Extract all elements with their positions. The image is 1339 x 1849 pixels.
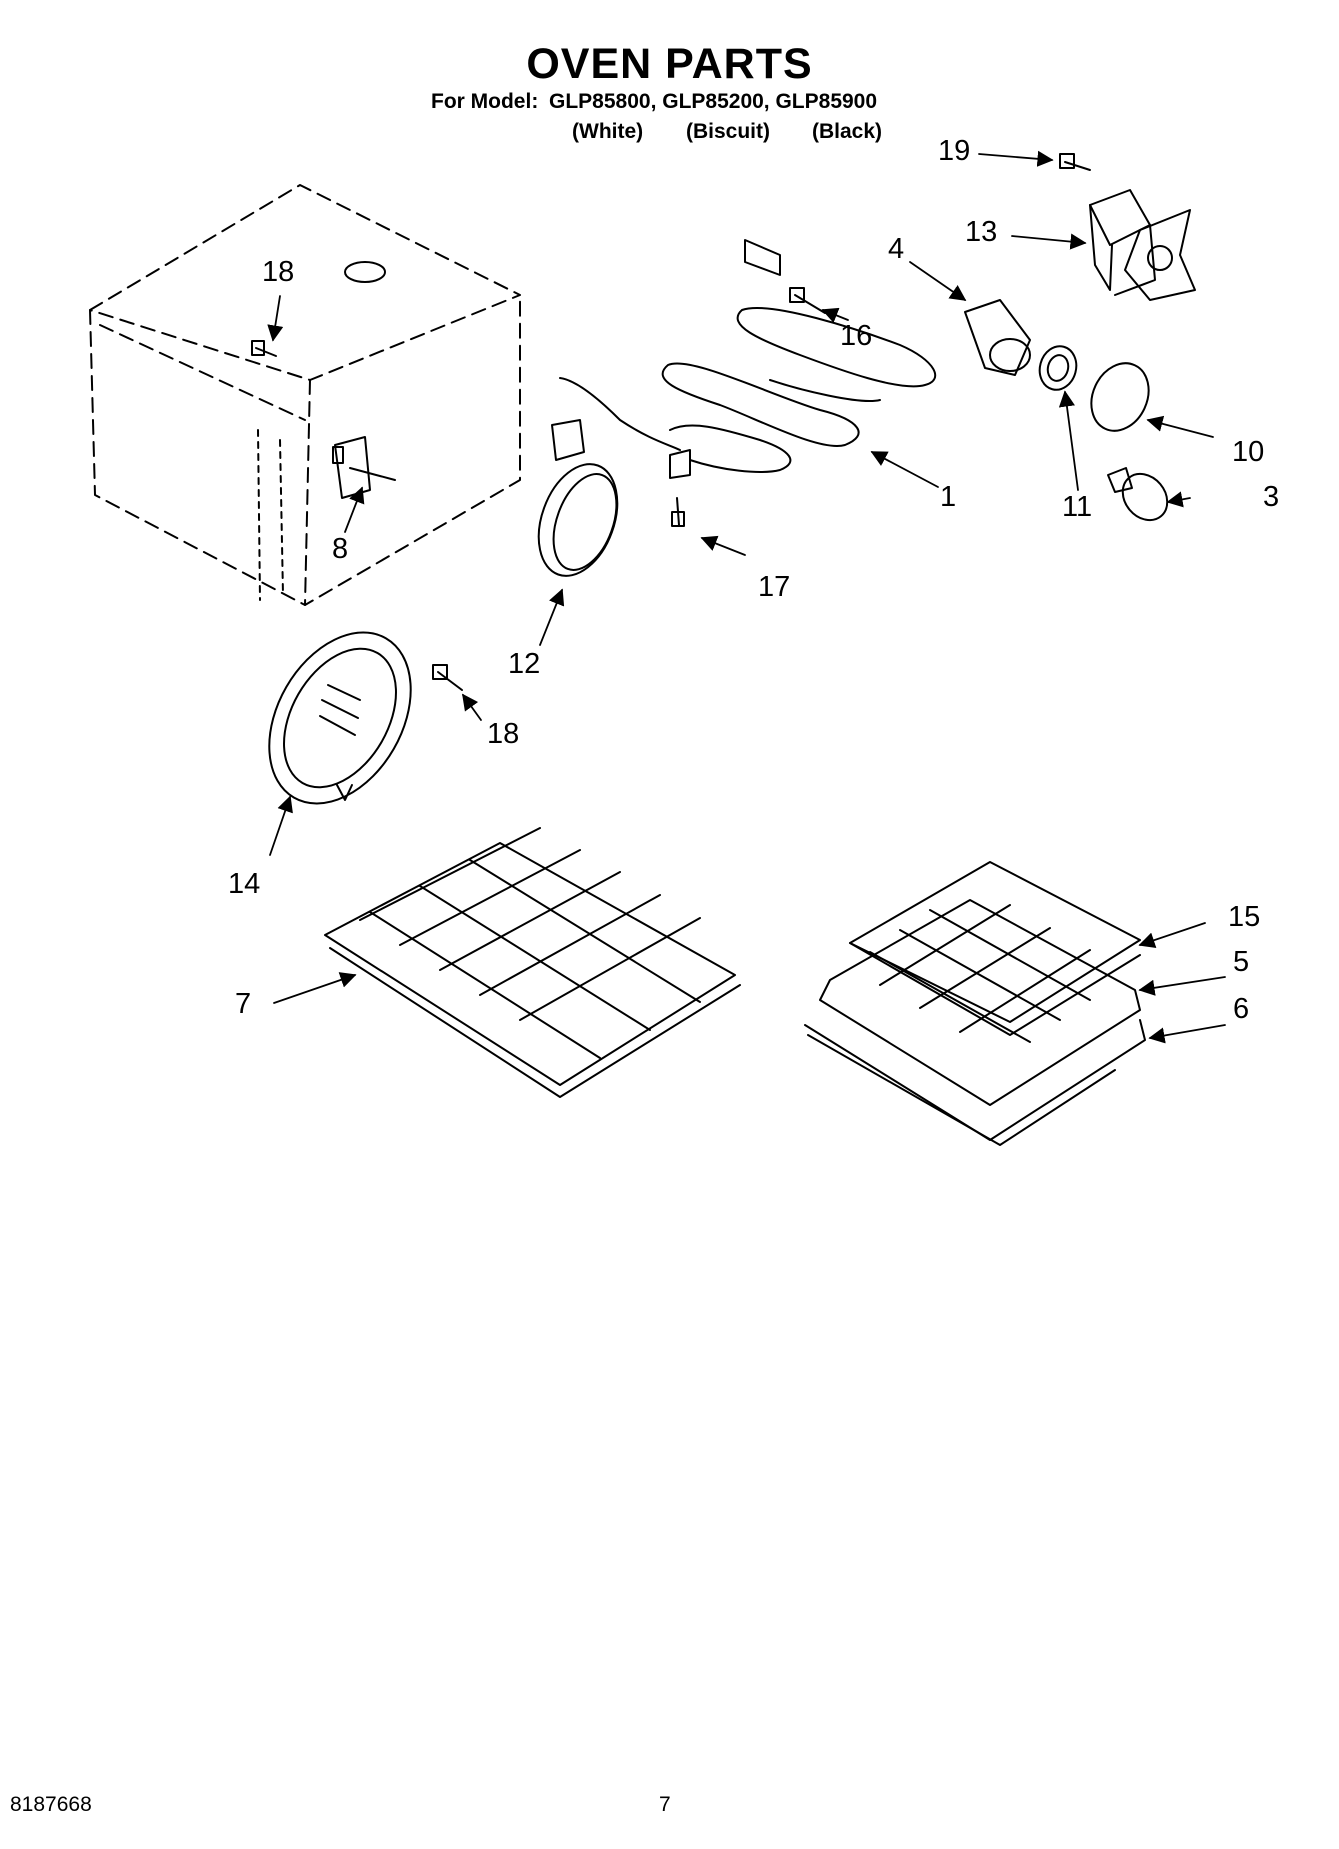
callout-4: 4 — [888, 233, 905, 265]
color-white: (White) — [572, 120, 644, 143]
callout-18-top: 18 — [262, 256, 295, 288]
page-title: OVEN PARTS — [526, 40, 813, 88]
light-socket-icon — [964, 299, 1031, 376]
model-numbers: GLP85800, GLP85200, GLP85900 — [549, 90, 878, 113]
screw-17-icon — [671, 497, 685, 527]
screw-19-icon — [1059, 153, 1091, 171]
callout-8: 8 — [332, 533, 349, 565]
callout-13: 13 — [965, 216, 998, 248]
callout-12: 12 — [508, 648, 541, 680]
callout-6: 6 — [1233, 993, 1250, 1025]
color-black: (Black) — [812, 120, 883, 143]
fan-cover-icon — [268, 631, 412, 805]
color-biscuit: (Biscuit) — [686, 120, 770, 143]
element-ring-icon — [537, 377, 681, 577]
light-bulb-icon — [1107, 467, 1169, 522]
callout-17: 17 — [758, 571, 791, 603]
callout-10: 10 — [1232, 436, 1265, 468]
callout-14: 14 — [228, 868, 261, 900]
callout-15: 15 — [1228, 901, 1261, 933]
screw-16-icon — [789, 287, 826, 314]
cavity-vent-icon — [344, 261, 386, 283]
callout-16: 16 — [840, 320, 873, 352]
callout-7: 7 — [235, 988, 252, 1020]
broil-element-icon — [661, 239, 937, 479]
light-lens-icon — [1090, 362, 1150, 432]
screw-18-bottom-icon — [432, 664, 463, 691]
callout-18-bottom: 18 — [487, 718, 520, 750]
screw-18-top-icon — [251, 340, 277, 357]
fan-motor-icon — [1089, 189, 1196, 301]
page-number: 7 — [659, 1793, 671, 1816]
washer-icon — [1038, 345, 1078, 391]
callout-5: 5 — [1233, 946, 1250, 978]
broiler-pan-icon — [804, 861, 1146, 1146]
callout-11: 11 — [1062, 491, 1093, 523]
doc-number: 8187668 — [10, 1793, 92, 1816]
sensor-probe-icon — [332, 436, 396, 499]
callout-3: 3 — [1263, 481, 1280, 513]
callout-1: 1 — [940, 481, 957, 513]
callout-19: 19 — [938, 135, 971, 167]
oven-rack-icon — [324, 827, 741, 1098]
oven-cavity — [89, 184, 521, 606]
leader-arrows — [267, 150, 1226, 1044]
model-prefix: For Model: — [431, 90, 539, 113]
